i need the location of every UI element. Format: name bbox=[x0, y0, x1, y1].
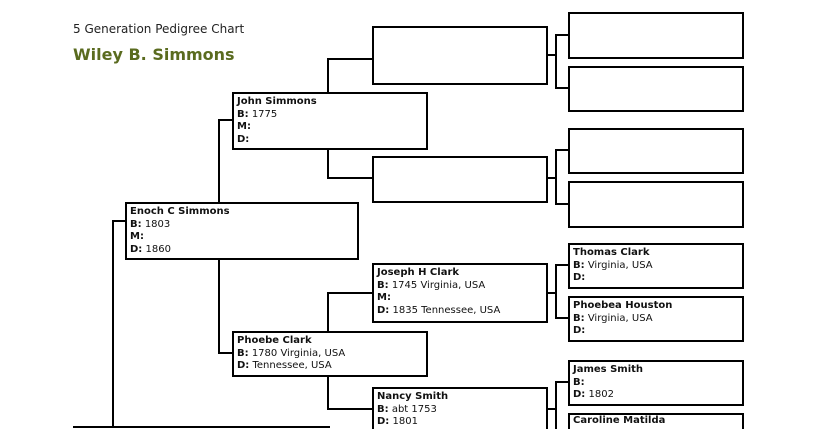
person-name: Phoebea Houston bbox=[573, 300, 673, 311]
death-value: 1801 bbox=[392, 416, 418, 427]
person-box-phoebea[interactable]: Phoebea Houston B: Virginia, USA D: bbox=[568, 296, 744, 342]
death-label: D: bbox=[237, 360, 250, 371]
person-box-empty[interactable] bbox=[372, 26, 548, 85]
chart-subtitle: 5 Generation Pedigree Chart bbox=[73, 22, 245, 36]
death-label: D: bbox=[573, 272, 586, 283]
birth-value: abt 1753 bbox=[391, 403, 437, 415]
birth-label: B: bbox=[573, 259, 585, 271]
person-name: Phoebe Clark bbox=[237, 335, 312, 346]
person-box-thomas[interactable]: Thomas Clark B: Virginia, USA D: bbox=[568, 243, 744, 289]
birth-value: Virginia, USA bbox=[587, 312, 653, 324]
birth-label: B: bbox=[573, 312, 585, 324]
person-box-empty[interactable] bbox=[372, 156, 548, 203]
person-box-joseph[interactable]: Joseph H Clark B: 1745 Virginia, USA M: … bbox=[372, 263, 548, 323]
death-label: D: bbox=[377, 416, 390, 427]
marriage-label: M: bbox=[130, 231, 144, 242]
person-box-empty[interactable] bbox=[568, 181, 744, 228]
marriage-label: M: bbox=[237, 121, 251, 132]
person-box-john[interactable]: John Simmons B: 1775 M: D: bbox=[232, 92, 428, 150]
birth-label: B: bbox=[377, 279, 389, 291]
birth-label: B: bbox=[573, 376, 585, 388]
death-value: 1860 bbox=[145, 243, 171, 255]
birth-value: 1780 Virginia, USA bbox=[251, 347, 346, 359]
person-name: John Simmons bbox=[237, 96, 317, 107]
death-value: Tennessee, USA bbox=[252, 360, 332, 371]
person-box-nancy[interactable]: Nancy Smith B: abt 1753 D: 1801 bbox=[372, 387, 548, 429]
birth-label: B: bbox=[130, 218, 142, 230]
person-box-phoebe[interactable]: Phoebe Clark B: 1780 Virginia, USA D: Te… bbox=[232, 331, 428, 377]
birth-label: B: bbox=[377, 403, 389, 415]
person-name: Nancy Smith bbox=[377, 391, 449, 402]
person-box-enoch[interactable]: Enoch C Simmons B: 1803 M: D: 1860 bbox=[125, 202, 359, 260]
person-name: Thomas Clark bbox=[573, 247, 650, 258]
chart-title: Wiley B. Simmons bbox=[73, 45, 235, 64]
birth-label: B: bbox=[237, 108, 249, 120]
person-name: Caroline Matilda bbox=[573, 415, 666, 426]
person-name: James Smith bbox=[573, 364, 644, 375]
person-box-empty[interactable] bbox=[568, 12, 744, 59]
death-label: D: bbox=[573, 389, 586, 400]
death-value: 1835 Tennessee, USA bbox=[392, 304, 501, 316]
person-box-empty[interactable] bbox=[568, 66, 744, 112]
person-name: Joseph H Clark bbox=[377, 267, 460, 278]
marriage-label: M: bbox=[377, 292, 391, 303]
birth-value: 1745 Virginia, USA bbox=[391, 279, 486, 291]
birth-value: Virginia, USA bbox=[587, 259, 653, 271]
birth-label: B: bbox=[237, 347, 249, 359]
death-label: D: bbox=[130, 243, 143, 255]
death-value: 1802 bbox=[588, 389, 614, 400]
person-name: Enoch C Simmons bbox=[130, 206, 230, 217]
birth-value: 1775 bbox=[251, 108, 278, 120]
birth-value: 1803 bbox=[144, 218, 171, 230]
death-label: D: bbox=[237, 133, 250, 145]
person-box-james[interactable]: James Smith B: D: 1802 bbox=[568, 360, 744, 406]
death-label: D: bbox=[573, 325, 586, 336]
death-label: D: bbox=[377, 304, 390, 316]
person-box-caroline[interactable]: Caroline Matilda bbox=[568, 413, 744, 429]
person-box-empty[interactable] bbox=[568, 128, 744, 174]
